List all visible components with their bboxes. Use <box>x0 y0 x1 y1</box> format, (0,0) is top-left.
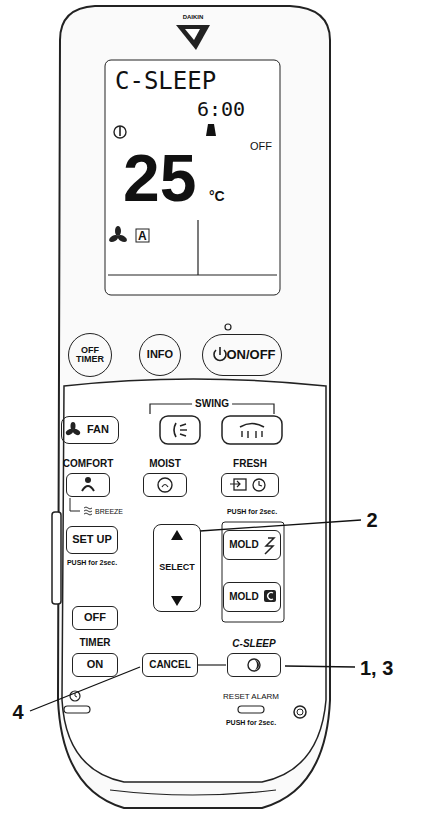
lcd-display: C-SLEEP 6:00OFF 25 °C A <box>105 60 280 295</box>
button-label: INFO <box>147 349 173 361</box>
leader-line <box>285 666 355 667</box>
swing-horizontal-button <box>222 416 282 444</box>
swing-vertical-button <box>160 416 200 444</box>
mold-dry-icon <box>265 538 274 554</box>
off-timer-button: OFF TIMER <box>68 333 112 377</box>
group-label: SWING <box>192 399 232 409</box>
side-slider <box>52 512 61 604</box>
button-label: OFF TIMER <box>75 346 105 365</box>
info-button: INFO <box>139 334 181 376</box>
callout-number: 2 <box>366 510 377 530</box>
display-rule <box>197 220 198 275</box>
logo-mark <box>176 25 210 50</box>
leader-line <box>200 520 361 531</box>
button-label: RESET ALARM <box>223 693 279 701</box>
callout-number: 4 <box>12 702 23 722</box>
button-label: SELECT <box>159 563 195 572</box>
down-arrow <box>171 596 183 606</box>
power-icon <box>214 347 226 360</box>
display-text: °C <box>209 188 225 202</box>
timer-off-button: OFF <box>72 606 118 630</box>
remote-body <box>58 6 330 808</box>
display-text: A <box>135 228 150 242</box>
sensor-hole <box>294 706 306 718</box>
moist-button: MOIST <box>143 473 187 497</box>
group-label: TIMER <box>79 638 110 648</box>
timer-on-button: ON <box>72 653 118 677</box>
power-led <box>225 324 231 330</box>
fresh-button: FRESH <box>221 473 279 497</box>
button-label: ON <box>87 659 104 671</box>
button-heading: MOIST <box>149 459 181 470</box>
body-edge <box>110 790 276 795</box>
button-note: PUSH for 2sec. <box>227 508 277 515</box>
breeze-bracket <box>70 498 80 511</box>
button-heading: FRESH <box>233 459 267 470</box>
clock-set-slot <box>64 706 90 713</box>
breeze-wave-symbol <box>84 507 92 515</box>
up-arrow <box>171 530 183 540</box>
display-rule <box>108 274 277 275</box>
display-text: 25 <box>123 144 196 210</box>
moist-indicator <box>206 124 216 136</box>
brand-name: DAIKIN <box>183 14 204 20</box>
button-label: SET UP <box>72 534 112 546</box>
button-heading: C-SLEEP <box>232 639 275 650</box>
display-text: 6:00 <box>197 98 245 118</box>
c-sleep-button: C-SLEEP <box>227 653 281 677</box>
fan-icon <box>108 226 128 244</box>
logo-mark-inner <box>185 29 200 40</box>
cancel-button: CANCEL <box>142 653 198 677</box>
display-text: C-SLEEP <box>115 68 216 92</box>
display-text: OFF <box>250 140 272 151</box>
setup-button: SET UPPUSH for 2sec. <box>66 526 118 554</box>
button-label: MOLD <box>229 540 258 551</box>
fan-button-icon <box>65 422 81 436</box>
c-sleep-icon <box>248 659 260 671</box>
fan-button: FAN <box>61 416 119 444</box>
comfort-icon <box>82 477 94 491</box>
button-label: FAN <box>87 424 109 436</box>
button-note: PUSH for 2sec. <box>226 719 276 726</box>
mold-clean-icon <box>264 590 276 602</box>
sensor-hole-inner <box>297 709 303 715</box>
moist-icon <box>158 478 172 492</box>
button-label: CANCEL <box>149 660 191 671</box>
button-note: BREEZE <box>95 508 123 515</box>
timer-bracket <box>198 664 226 665</box>
button-note: PUSH for 2sec. <box>67 559 117 566</box>
remote-lid <box>62 379 326 782</box>
button-heading: COMFORT <box>63 459 114 470</box>
thermometer-icon <box>114 126 126 138</box>
reset-alarm-slot <box>238 706 264 713</box>
callout-number: 1, 3 <box>360 658 393 678</box>
mold-button: MOLD <box>223 582 281 612</box>
mold-bracket <box>222 522 284 622</box>
swing-vertical-icon <box>174 423 187 437</box>
button-label: MOLD <box>229 592 258 603</box>
button-label: OFF <box>84 612 106 624</box>
leader-lines <box>30 520 361 711</box>
comfort-button: COMFORT <box>66 473 110 497</box>
mold-button: MOLD <box>223 530 281 560</box>
display-ground <box>105 60 280 295</box>
fresh-icon <box>230 479 265 491</box>
leader-line <box>30 667 140 711</box>
select-button: SELECT <box>153 524 201 612</box>
swing-horizontal-icon <box>240 424 264 439</box>
power-button: ON/OFF <box>202 334 282 376</box>
spacer <box>122 606 123 677</box>
button-label: ON/OFF <box>226 348 275 362</box>
